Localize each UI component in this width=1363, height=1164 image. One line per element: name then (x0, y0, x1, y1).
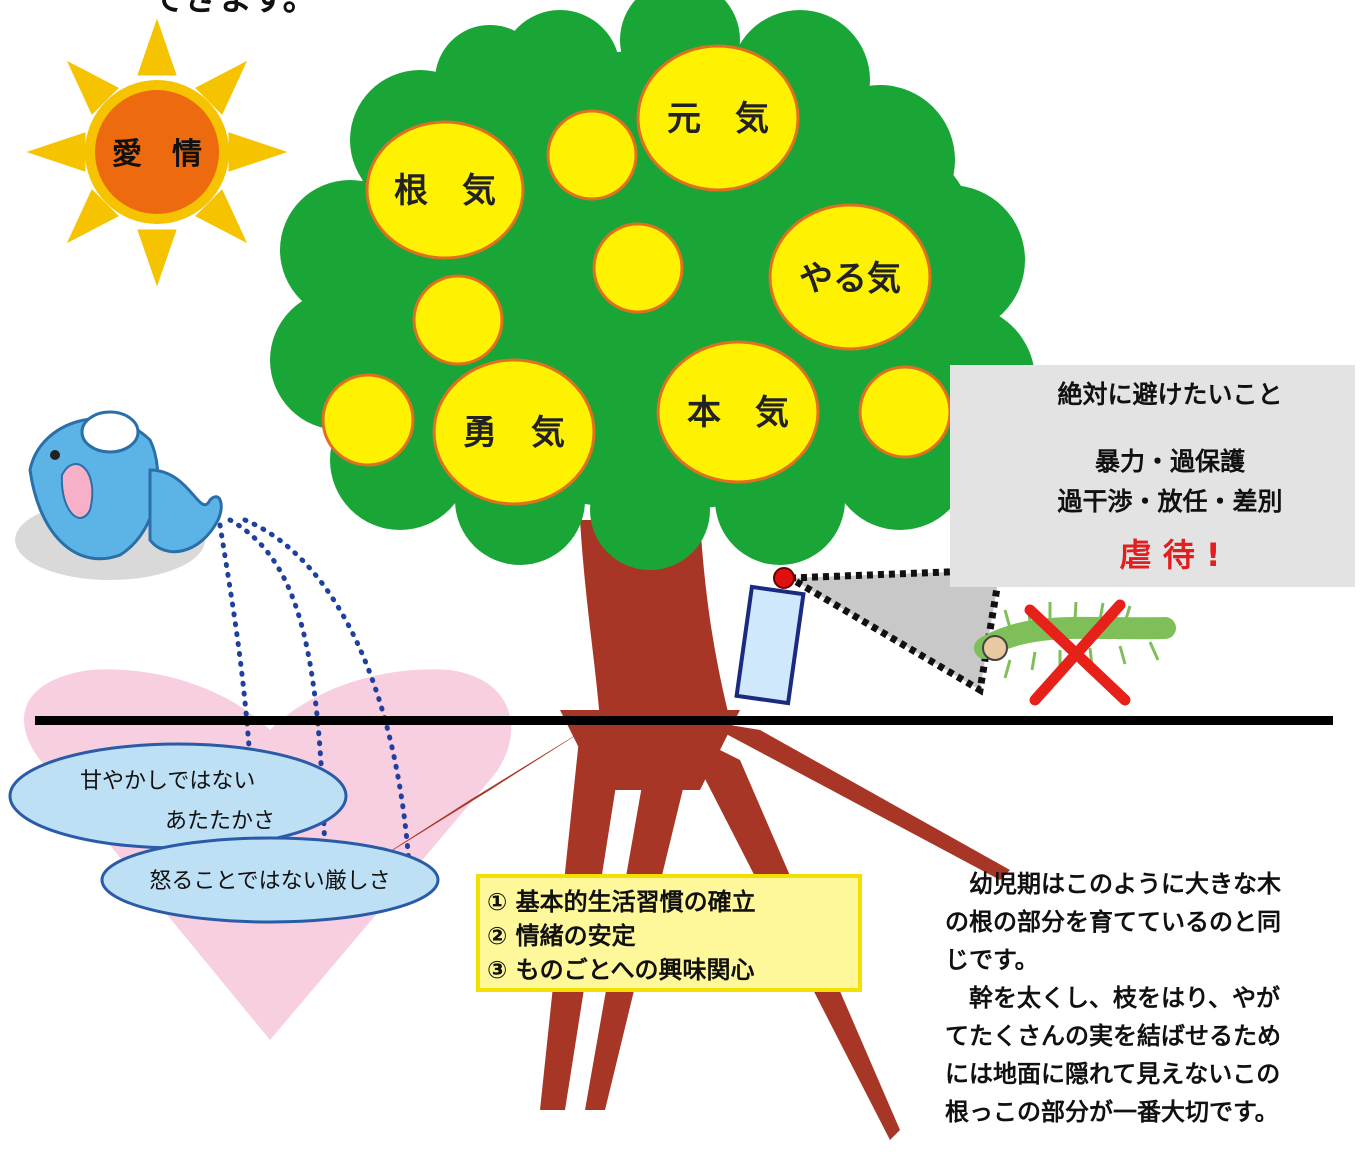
avoid-items-line2: 過干渉・放任・差別 (1057, 487, 1282, 516)
sun: 愛 情 (26, 18, 288, 287)
fruit-genki (636, 44, 800, 192)
fruit-honki (656, 340, 820, 484)
fruit-small (412, 274, 504, 366)
roots-item-3: ③ ものごとへの興味関心 (487, 956, 754, 984)
abuse-label: 虐 待 ! (1120, 536, 1221, 574)
avoid-box (950, 365, 1355, 587)
avoid-title: 絶対に避けたいこと (1057, 380, 1282, 409)
ground-line (35, 716, 1333, 725)
para-line-2: の根の部分を育てているのと同 (945, 908, 1281, 936)
sun-rays (26, 18, 288, 287)
strictness-ellipse (100, 836, 440, 924)
sun-label: 愛 情 (112, 137, 202, 172)
cross-mark-icon (1024, 599, 1131, 706)
para-line-3: じです。 (945, 946, 1039, 974)
roots-box (476, 874, 862, 992)
fruit-small (546, 109, 638, 201)
para-line-6: には地面に隠れて見えないこの (945, 1060, 1280, 1088)
para-line-1: 幼児期はこのように大きな木 (945, 870, 1282, 898)
explanation-paragraph: 幼児期はこのように大きな木 の根の部分を育てているのと同 じです。 幹を太くし、… (945, 870, 1282, 1126)
fruit-label-honki: 本 気 (687, 393, 789, 433)
fruit-yaruki (768, 203, 932, 351)
tree-trunk (580, 520, 730, 720)
fruit-label-yaruki: やる気 (799, 259, 901, 299)
para-line-7: 根っこの部分が一番大切です。 (945, 1098, 1279, 1126)
roots-item-1: ① 基本的生活習慣の確立 (487, 888, 756, 916)
fruit-label-genki: 元 気 (667, 99, 769, 139)
watering-can-icon (15, 410, 223, 580)
avoid-items-line1: 暴力・過保護 (1095, 447, 1246, 476)
fruits (321, 44, 952, 506)
warmth-line2: あたたかさ (165, 809, 275, 834)
fruit-konki (365, 120, 525, 260)
magnifier (734, 566, 1005, 706)
strictness-text: 怒ることではない厳しさ (149, 869, 390, 894)
fruit-label-yuuki: 勇 気 (463, 413, 565, 453)
fruit-label-konki: 根 気 (394, 171, 496, 211)
warmth-line1: 甘やかしではない (80, 769, 255, 794)
roots-item-2: ② 情緒の安定 (487, 922, 636, 950)
fruit-yuuki (432, 358, 596, 506)
para-line-5: てたくさんの実を結ばせるため (945, 1022, 1281, 1050)
header-partial-text: できます。 (150, 0, 317, 19)
fruit-small (592, 222, 684, 314)
fruit-small (858, 365, 952, 459)
sun-core (95, 90, 219, 214)
para-line-4: 幹を太くし、枝をはり、やが (945, 984, 1280, 1012)
fruit-small (321, 373, 415, 467)
centipede-icon (974, 599, 1176, 706)
